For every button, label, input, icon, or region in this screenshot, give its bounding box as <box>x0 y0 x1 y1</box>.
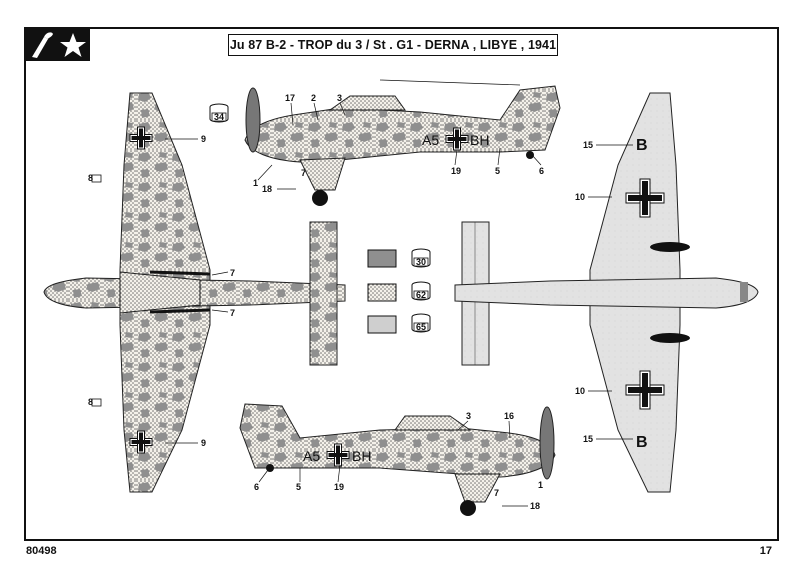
brand-logo <box>26 29 90 61</box>
side-code-b: A5 <box>303 448 320 464</box>
page-number: 17 <box>759 545 772 557</box>
callout-19-bottom: 19 <box>334 482 344 492</box>
callout-3-bottom: 3 <box>466 411 471 421</box>
paint-30: 30 <box>416 257 426 267</box>
callout-7-a: 7 <box>230 268 235 278</box>
top-view-aircraft <box>43 92 346 493</box>
paint-legend: 30 62 65 34 <box>209 103 431 334</box>
callout-9-bottom: 9 <box>201 438 206 448</box>
callout-3-top: 3 <box>337 93 342 103</box>
paint-65: 65 <box>416 322 426 332</box>
callout-8-bottom: 8 <box>88 397 93 407</box>
callout-1-bottom: 1 <box>538 480 543 490</box>
product-code: 80498 <box>26 545 57 557</box>
callout-6-bottom: 6 <box>254 482 259 492</box>
underside-view-aircraft: B B <box>454 92 759 493</box>
callout-17: 17 <box>285 93 295 103</box>
callout-7-bottom: 7 <box>494 488 499 498</box>
callout-19-top: 19 <box>451 166 461 176</box>
callout-16: 16 <box>504 411 514 421</box>
callout-7-b: 7 <box>230 308 235 318</box>
side-view-aircraft-top: A5 BH <box>244 79 561 206</box>
callout-2: 2 <box>311 93 316 103</box>
swatch-olive <box>367 249 397 268</box>
callout-9-top: 9 <box>201 134 206 144</box>
callouts: 9 9 8 8 7 7 17 2 3 1 7 18 19 5 6 <box>88 93 633 511</box>
callout-1-top: 1 <box>253 178 258 188</box>
callout-18-top: 18 <box>262 184 272 194</box>
tail-detail <box>309 221 490 366</box>
page-title: Ju 87 B-2 - TROP du 3 / St . G1 - DERNA … <box>228 34 558 56</box>
callout-5-top: 5 <box>495 166 500 176</box>
side-code-letters-b: BH <box>352 448 371 464</box>
callout-10-top: 10 <box>575 192 585 202</box>
side-view-aircraft-bottom: A5 BH <box>239 403 556 516</box>
callout-6-top: 6 <box>539 166 544 176</box>
wing-letter-bottom: B <box>636 434 648 451</box>
swatch-blue <box>367 315 397 334</box>
wing-letter-top: B <box>636 137 648 154</box>
page-frame <box>24 27 779 541</box>
side-code-letters: BH <box>470 132 489 148</box>
brush-star-icon <box>32 32 86 58</box>
paint-34: 34 <box>214 112 224 122</box>
paint-62: 62 <box>416 290 426 300</box>
callout-15-top: 15 <box>583 140 593 150</box>
callout-7-top: 7 <box>301 168 306 178</box>
callout-10-bottom: 10 <box>575 386 585 396</box>
swatch-sand <box>367 283 397 302</box>
callout-15-bottom: 15 <box>583 434 593 444</box>
side-code: A5 <box>422 132 439 148</box>
callout-8-top: 8 <box>88 173 93 183</box>
callout-18-bottom: 18 <box>530 501 540 511</box>
callout-5-bottom: 5 <box>296 482 301 492</box>
